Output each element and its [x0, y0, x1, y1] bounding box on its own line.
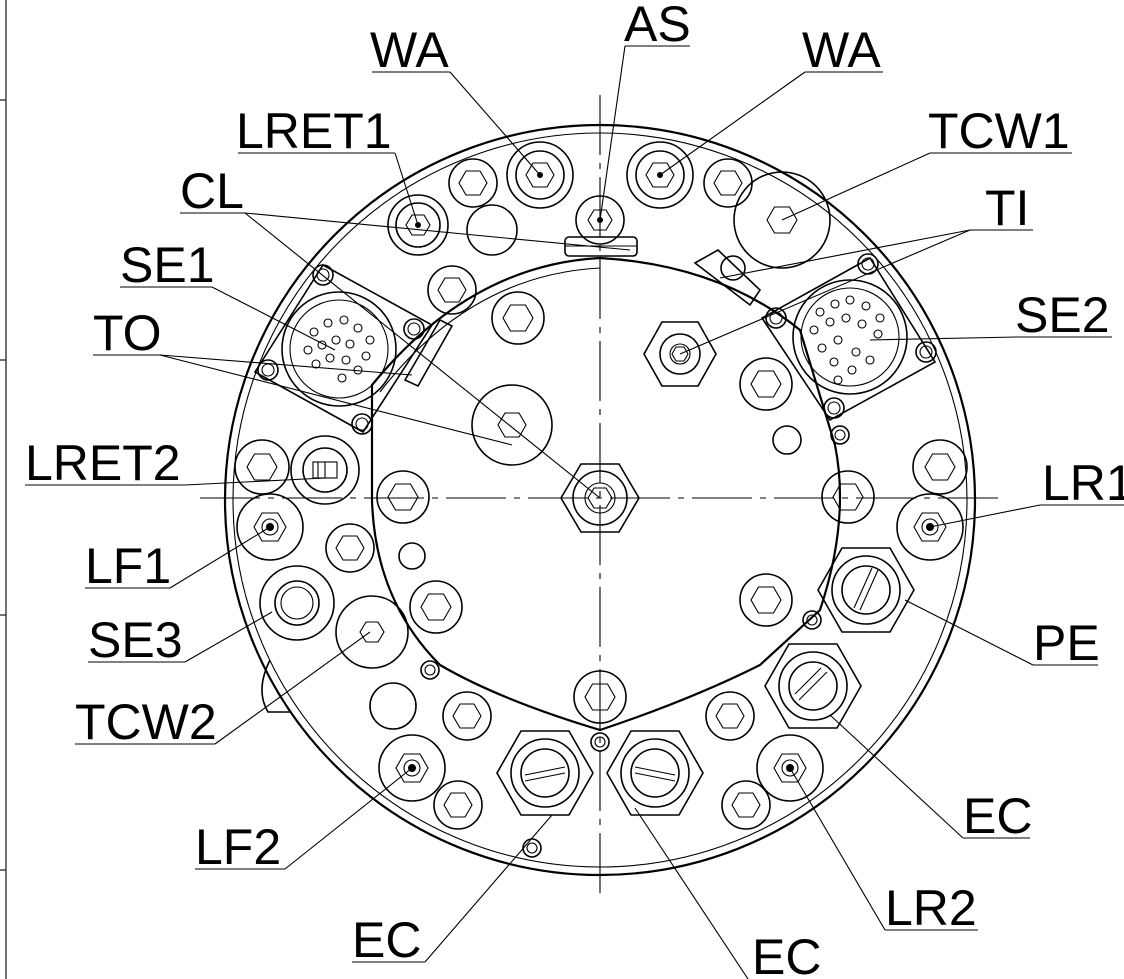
as-cl-bar — [403, 236, 638, 388]
cable-glands — [496, 547, 915, 816]
center-lines — [200, 95, 1005, 900]
label-ec-right: EC — [963, 788, 1032, 844]
label-lr2: LR2 — [885, 880, 977, 936]
label-wa-right: WA — [802, 22, 881, 78]
label-ec-bottom-mid: EC — [752, 929, 821, 979]
inner-piston-disk — [370, 256, 842, 732]
label-lf2: LF2 — [195, 819, 281, 875]
tcw1-cover — [733, 171, 831, 269]
se3-port — [259, 565, 335, 641]
label-lret2: LRET2 — [25, 435, 181, 491]
leader-lines — [25, 45, 1124, 979]
label-se3: SE3 — [88, 612, 183, 668]
label-tcw2: TCW2 — [75, 694, 217, 750]
label-ec-bottom-left: EC — [352, 912, 421, 968]
tcw2-cover — [335, 595, 409, 669]
label-se2: SE2 — [1015, 287, 1110, 343]
to-cover — [471, 384, 553, 466]
label-lr1: LR1 — [1042, 455, 1124, 511]
se1-connector — [253, 263, 434, 435]
label-se1: SE1 — [120, 237, 215, 293]
ti-sensor — [643, 249, 762, 387]
label-tcw1: TCW1 — [928, 103, 1070, 159]
se2-connector — [760, 253, 937, 422]
lret2-fitting — [290, 435, 360, 505]
label-wa-left: WA — [370, 22, 449, 78]
frame-edge — [0, 0, 7, 979]
dowel-pins — [420, 425, 850, 858]
label-ti: TI — [985, 180, 1029, 236]
callout-labels: WA AS WA LRET1 TCW1 CL TI SE1 SE2 TO LRE… — [25, 0, 1124, 979]
label-lf1: LF1 — [85, 538, 171, 594]
center-hub — [560, 463, 640, 533]
label-as: AS — [624, 0, 691, 52]
label-lret1: LRET1 — [236, 103, 392, 159]
label-to: TO — [93, 305, 162, 361]
socket-head-bolts — [234, 141, 968, 830]
plain-holes — [369, 204, 802, 730]
label-cl: CL — [180, 163, 244, 219]
label-pe: PE — [1033, 615, 1100, 671]
